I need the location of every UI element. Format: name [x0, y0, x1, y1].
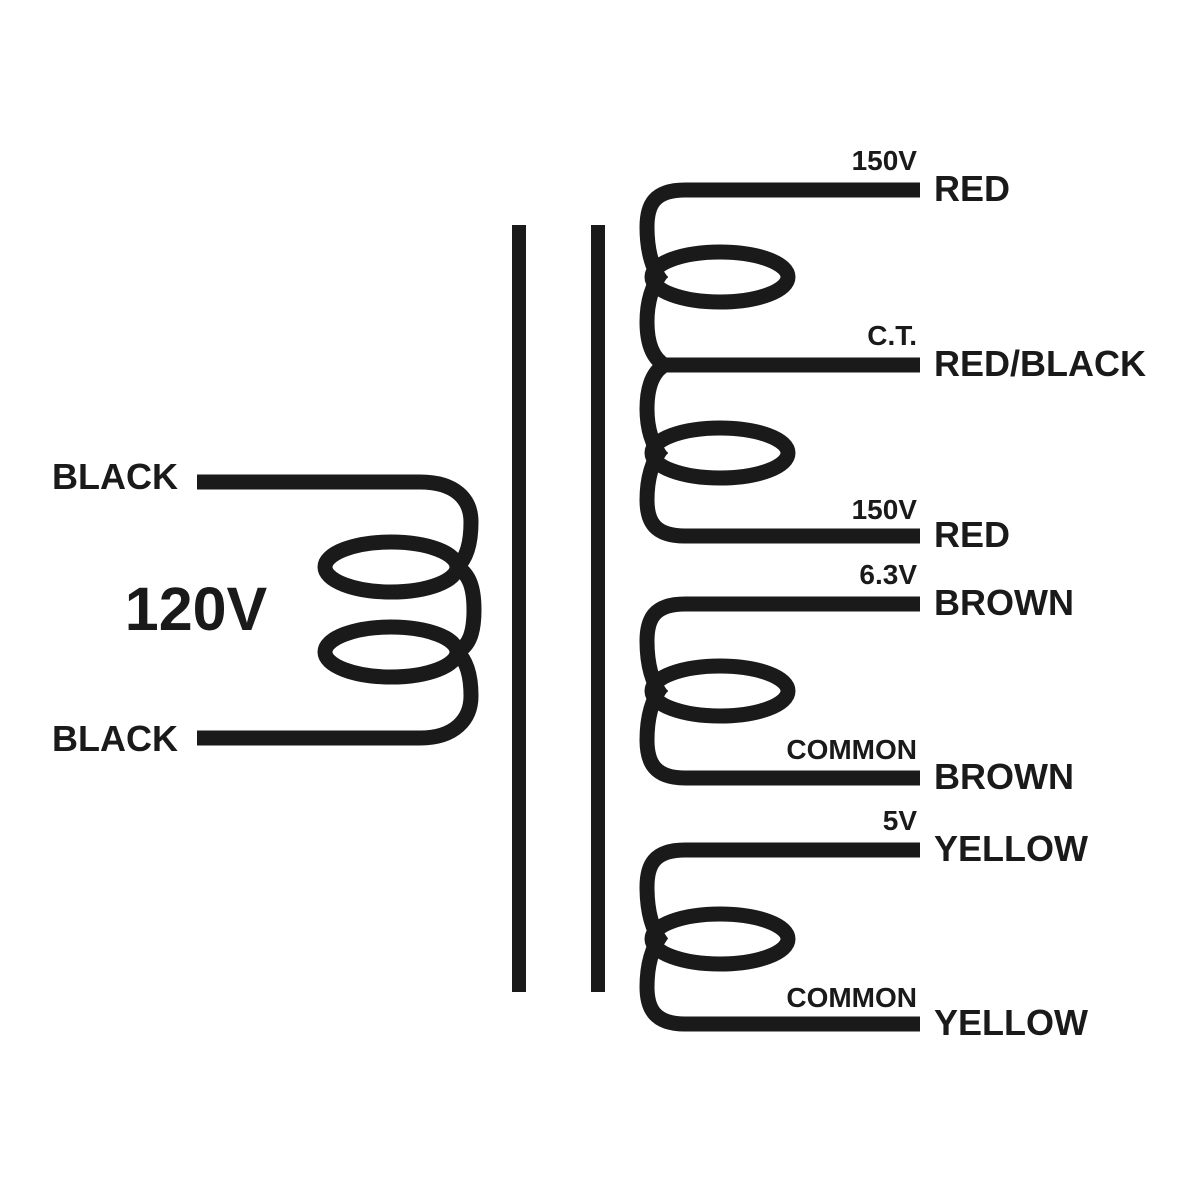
- wire-color-label: BROWN: [934, 756, 1074, 797]
- wire-color-label: BROWN: [934, 582, 1074, 623]
- wire-color-label: RED/BLACK: [934, 343, 1146, 384]
- primary-top-wire-label: BLACK: [52, 456, 178, 497]
- wire-color-label: RED: [934, 514, 1010, 555]
- tap-voltage-label: C.T.: [867, 320, 917, 351]
- secondary1-loop-1: [644, 244, 796, 310]
- tap-voltage-label: COMMON: [786, 982, 917, 1013]
- core-bar-right: [591, 225, 605, 992]
- secondary-winding-2: [639, 596, 920, 786]
- primary-loop-1: [317, 534, 465, 600]
- wire-color-label: RED: [934, 168, 1010, 209]
- tap-voltage-label: 5V: [883, 805, 918, 836]
- secondary1-loop-2: [644, 420, 796, 486]
- secondary1-ct-upper-connector: [639, 267, 671, 373]
- primary-loop-2: [317, 619, 465, 685]
- core-bar-left: [512, 225, 526, 992]
- primary-bottom-wire-label: BLACK: [52, 718, 178, 759]
- secondary1-bottom-lead: [639, 443, 920, 544]
- secondary3-bottom-lead: [639, 929, 920, 1032]
- tap-voltage-label: COMMON: [786, 734, 917, 765]
- secondary2-loop: [644, 658, 796, 724]
- tap-voltage-label: 150V: [852, 145, 918, 176]
- primary-voltage-label: 120V: [125, 575, 268, 643]
- wire-color-label: YELLOW: [934, 828, 1088, 869]
- primary-top-lead: [197, 474, 479, 573]
- secondary2-bottom-lead: [639, 681, 920, 786]
- tap-voltage-label: 150V: [852, 494, 918, 525]
- primary-winding: [197, 474, 482, 746]
- primary-bottom-lead: [197, 646, 479, 746]
- wire-color-label: YELLOW: [934, 1002, 1088, 1043]
- secondary-winding-1: [639, 182, 920, 544]
- secondary3-loop: [644, 906, 796, 972]
- tap-voltage-label: 6.3V: [859, 559, 917, 590]
- secondary-winding-3: [639, 842, 920, 1032]
- primary-loop-connector: [452, 560, 482, 659]
